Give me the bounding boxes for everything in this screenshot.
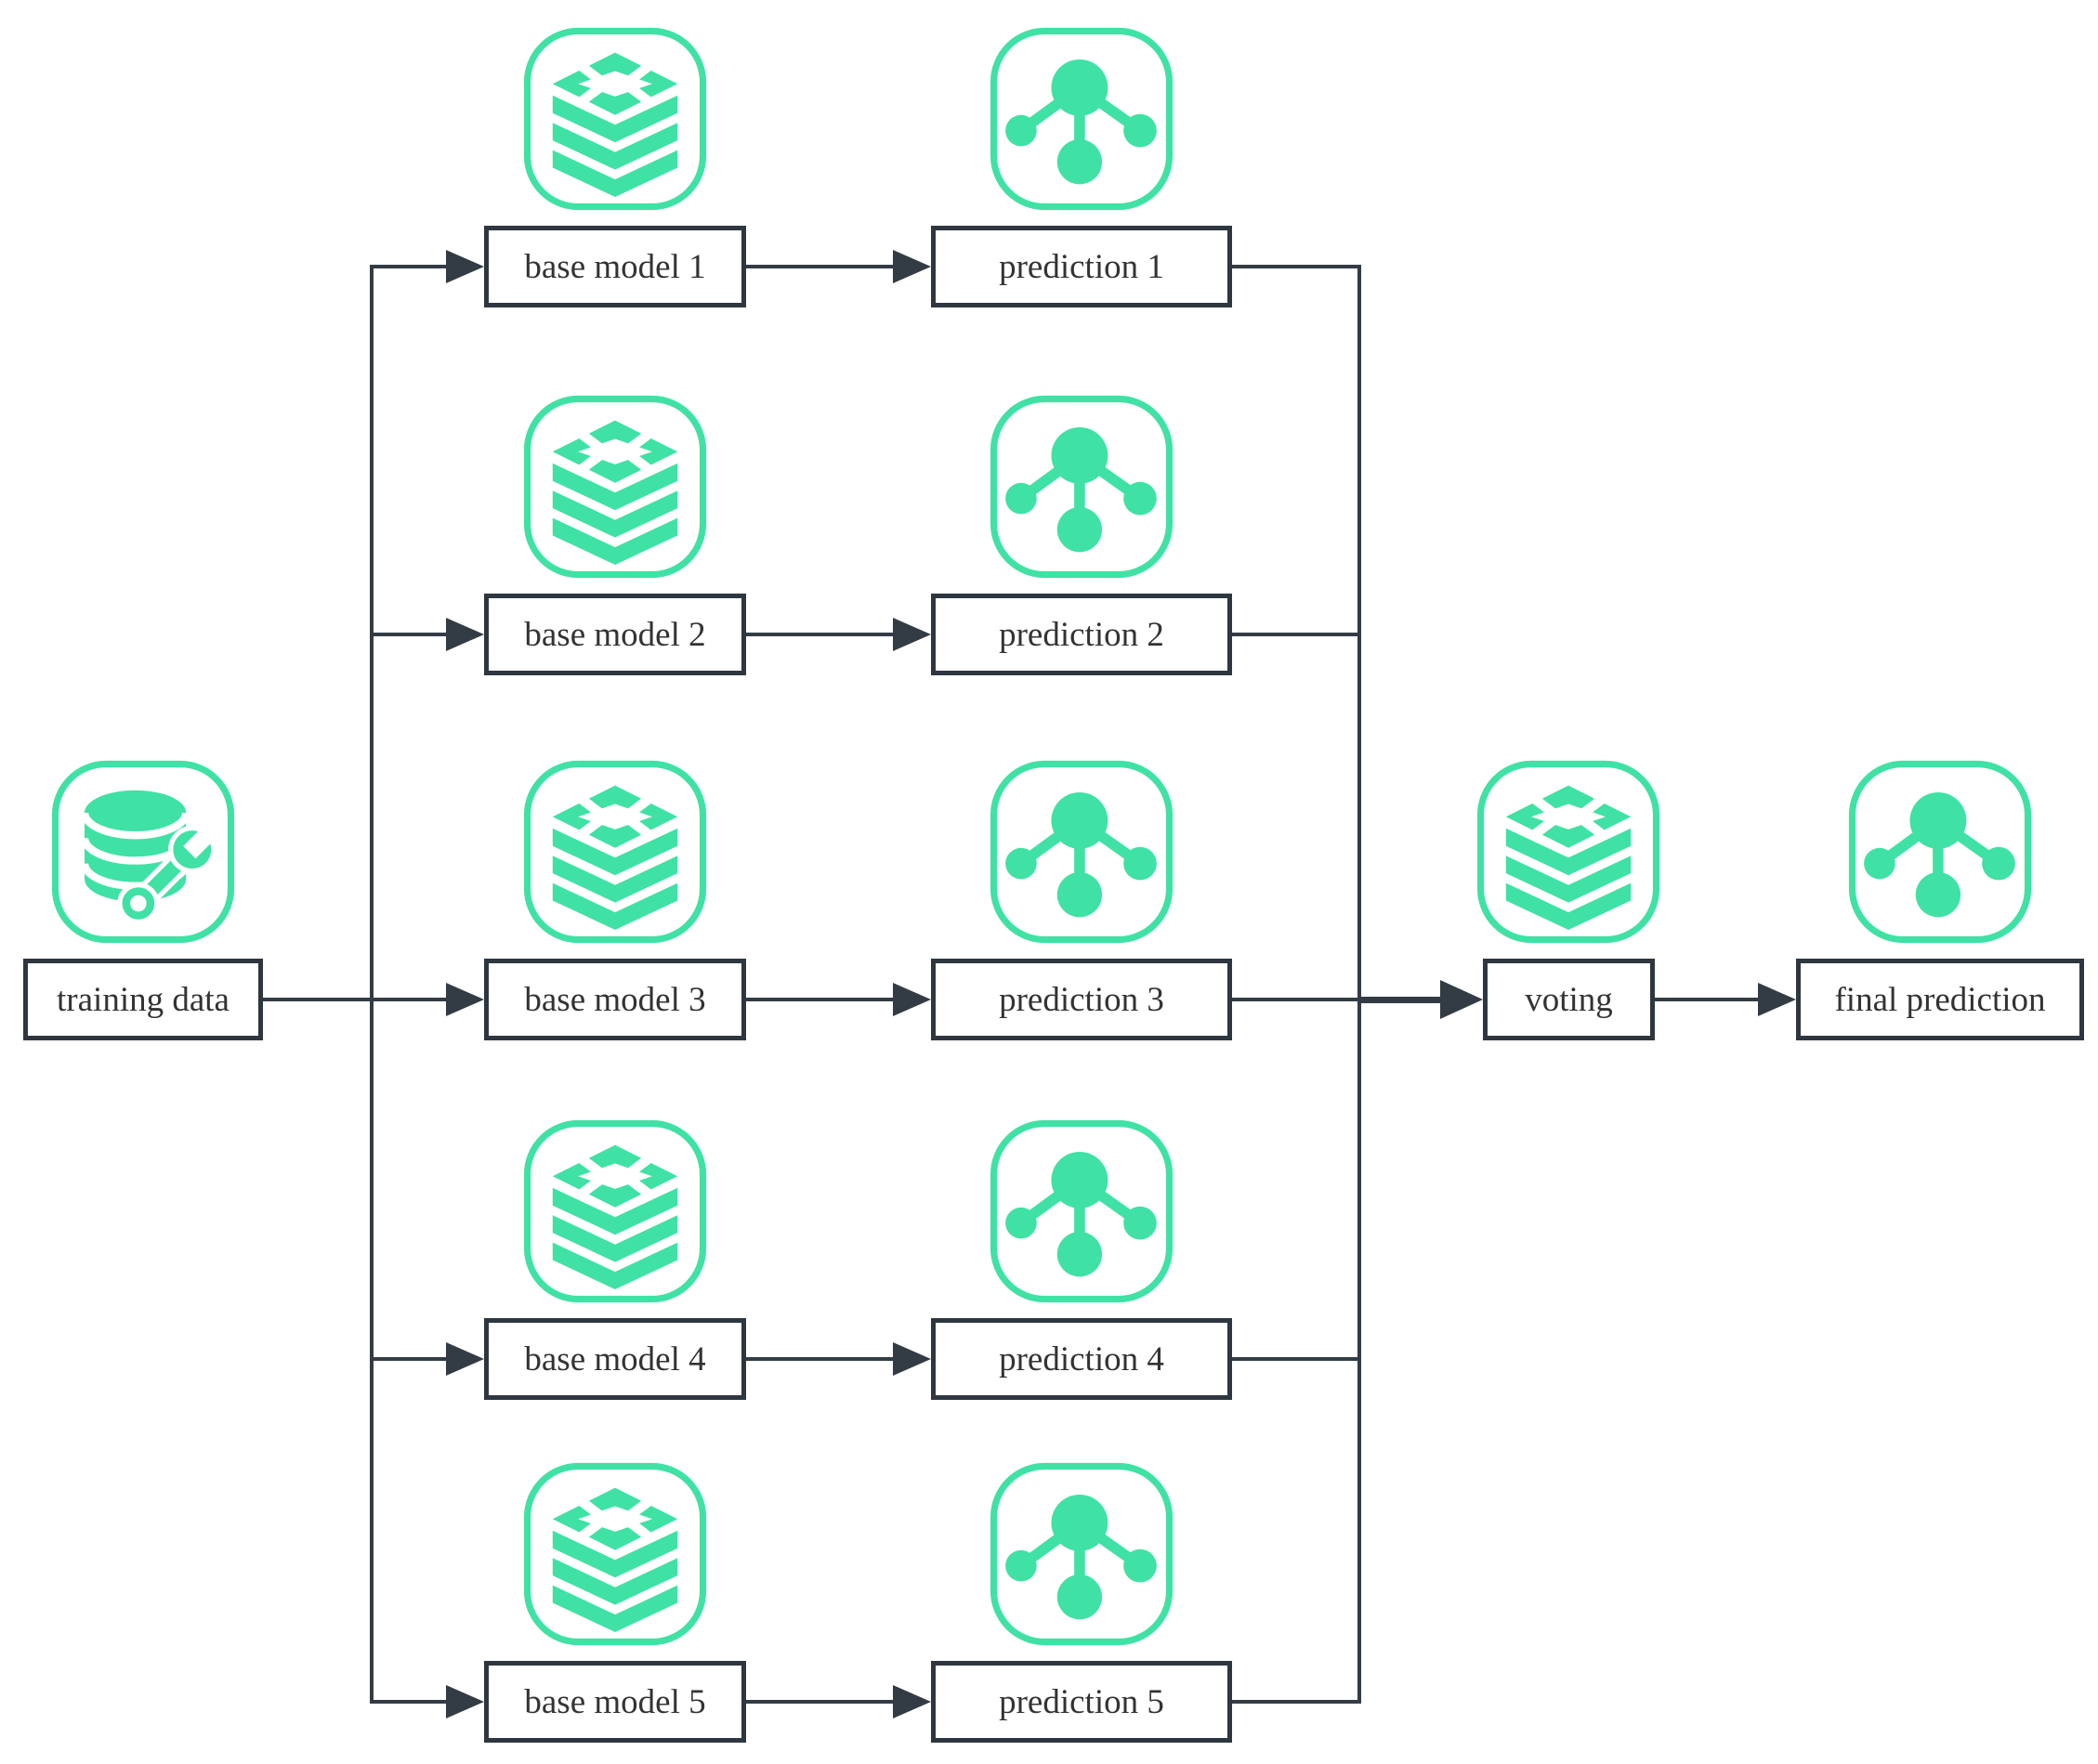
edge-base-model-5-to-prediction-5 xyxy=(746,1700,895,1704)
edge-trunk-to-voting xyxy=(1361,997,1447,1003)
node-prediction-5-label: prediction 5 xyxy=(999,1682,1164,1721)
edge-trunk-to-voting-arrowhead xyxy=(1440,980,1483,1019)
edge-prediction-4-to-trunk xyxy=(1232,1357,1361,1361)
edge-base-model-3-to-prediction-3 xyxy=(746,998,895,1001)
node-prediction-4-label: prediction 4 xyxy=(999,1339,1164,1379)
edge-prediction-1-to-trunk xyxy=(1232,265,1361,268)
node-base-model-4: base model 4 xyxy=(484,1318,746,1400)
node-prediction-3-label: prediction 3 xyxy=(999,980,1164,1019)
node-base-model-2: base model 2 xyxy=(484,594,746,675)
edge-trunk-to-base-model-4 xyxy=(372,1357,448,1361)
layer-stack-icon xyxy=(518,754,713,949)
node-final-prediction: final prediction xyxy=(1796,959,2084,1040)
edge-base-model-1-to-prediction-1 xyxy=(746,265,895,268)
layer-stack-icon xyxy=(518,1114,713,1309)
edge-voting-to-final-prediction-arrowhead xyxy=(1758,983,1796,1016)
edge-trunk-to-base-model-5-arrowhead xyxy=(446,1685,484,1718)
edge-training-to-base-model-3-arrowhead xyxy=(446,983,484,1016)
node-prediction-1-label: prediction 1 xyxy=(999,247,1164,286)
network-nodes-icon xyxy=(984,389,1179,584)
node-base-model-5-label: base model 5 xyxy=(524,1682,706,1721)
node-voting: voting xyxy=(1483,959,1655,1040)
database-wrench-icon xyxy=(46,754,241,949)
node-prediction-2: prediction 2 xyxy=(931,594,1232,675)
network-nodes-icon xyxy=(984,754,1179,949)
node-final-prediction-label: final prediction xyxy=(1834,980,2046,1019)
trunk-right xyxy=(1357,265,1361,1704)
node-base-model-5: base model 5 xyxy=(484,1661,746,1743)
edge-base-model-2-to-prediction-2 xyxy=(746,633,895,636)
edge-base-model-4-to-prediction-4 xyxy=(746,1357,895,1361)
node-training-data-label: training data xyxy=(57,980,229,1019)
node-base-model-3: base model 3 xyxy=(484,959,746,1040)
edge-training-to-base-model-3 xyxy=(263,998,448,1001)
node-prediction-2-label: prediction 2 xyxy=(999,615,1164,654)
node-training-data: training data xyxy=(23,959,263,1040)
node-base-model-2-label: base model 2 xyxy=(524,615,706,654)
edge-base-model-3-to-prediction-3-arrowhead xyxy=(893,983,931,1016)
edge-trunk-to-base-model-4-arrowhead xyxy=(446,1342,484,1376)
edge-trunk-to-base-model-1-arrowhead xyxy=(446,250,484,283)
edge-base-model-2-to-prediction-2-arrowhead xyxy=(893,618,931,651)
node-base-model-1-label: base model 1 xyxy=(524,247,706,286)
edge-prediction-2-to-trunk xyxy=(1232,633,1361,636)
layer-stack-icon xyxy=(518,21,713,216)
network-nodes-icon xyxy=(1842,754,2038,949)
node-prediction-1: prediction 1 xyxy=(931,226,1232,307)
layer-stack-icon xyxy=(1471,754,1666,949)
node-prediction-5: prediction 5 xyxy=(931,1661,1232,1743)
node-base-model-3-label: base model 3 xyxy=(524,980,706,1019)
network-nodes-icon xyxy=(984,21,1179,216)
node-base-model-4-label: base model 4 xyxy=(524,1339,706,1379)
node-voting-label: voting xyxy=(1525,980,1613,1019)
network-nodes-icon xyxy=(984,1114,1179,1309)
trunk-left xyxy=(370,265,374,1704)
edge-prediction-5-to-trunk xyxy=(1232,1700,1361,1704)
edge-base-model-4-to-prediction-4-arrowhead xyxy=(893,1342,931,1376)
edge-trunk-to-base-model-1 xyxy=(372,265,448,268)
edge-base-model-1-to-prediction-1-arrowhead xyxy=(893,250,931,283)
edge-trunk-to-base-model-2-arrowhead xyxy=(446,618,484,651)
edge-prediction-3-to-trunk xyxy=(1232,998,1361,1001)
layer-stack-icon xyxy=(518,389,713,584)
edge-base-model-5-to-prediction-5-arrowhead xyxy=(893,1685,931,1718)
edge-trunk-to-base-model-2 xyxy=(372,633,448,636)
edge-trunk-to-base-model-5 xyxy=(372,1700,448,1704)
node-prediction-3: prediction 3 xyxy=(931,959,1232,1040)
node-base-model-1: base model 1 xyxy=(484,226,746,307)
node-prediction-4: prediction 4 xyxy=(931,1318,1232,1400)
edge-voting-to-final-prediction xyxy=(1655,998,1761,1001)
layer-stack-icon xyxy=(518,1457,713,1652)
network-nodes-icon xyxy=(984,1457,1179,1652)
